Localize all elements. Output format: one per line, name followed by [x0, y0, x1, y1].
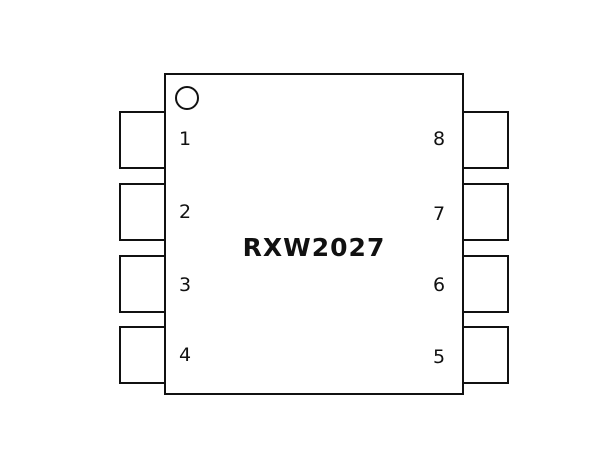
- pin-number-left-3: 3: [179, 274, 191, 296]
- pin-number-right-8: 8: [433, 128, 445, 150]
- pin1-circle-marker: [175, 86, 199, 110]
- pin-number-right-5: 5: [433, 346, 445, 368]
- pin-number-left-4: 4: [179, 344, 191, 366]
- pin-pad-right-7: [462, 183, 509, 241]
- pin-pad-right-6: [462, 255, 509, 313]
- pin-pad-left-1: [119, 111, 166, 169]
- pin-number-left-2: 2: [179, 201, 191, 223]
- pin-pad-left-3: [119, 255, 166, 313]
- chip-label: RXW2027: [243, 233, 386, 262]
- pin-pad-left-4: [119, 326, 166, 384]
- pin-pad-right-8: [462, 111, 509, 169]
- pin-number-left-1: 1: [179, 128, 191, 150]
- pin-pad-right-5: [462, 326, 509, 384]
- pin-pad-left-2: [119, 183, 166, 241]
- chip-body: [164, 73, 464, 395]
- pin-number-right-6: 6: [433, 274, 445, 296]
- pin-number-right-7: 7: [433, 203, 445, 225]
